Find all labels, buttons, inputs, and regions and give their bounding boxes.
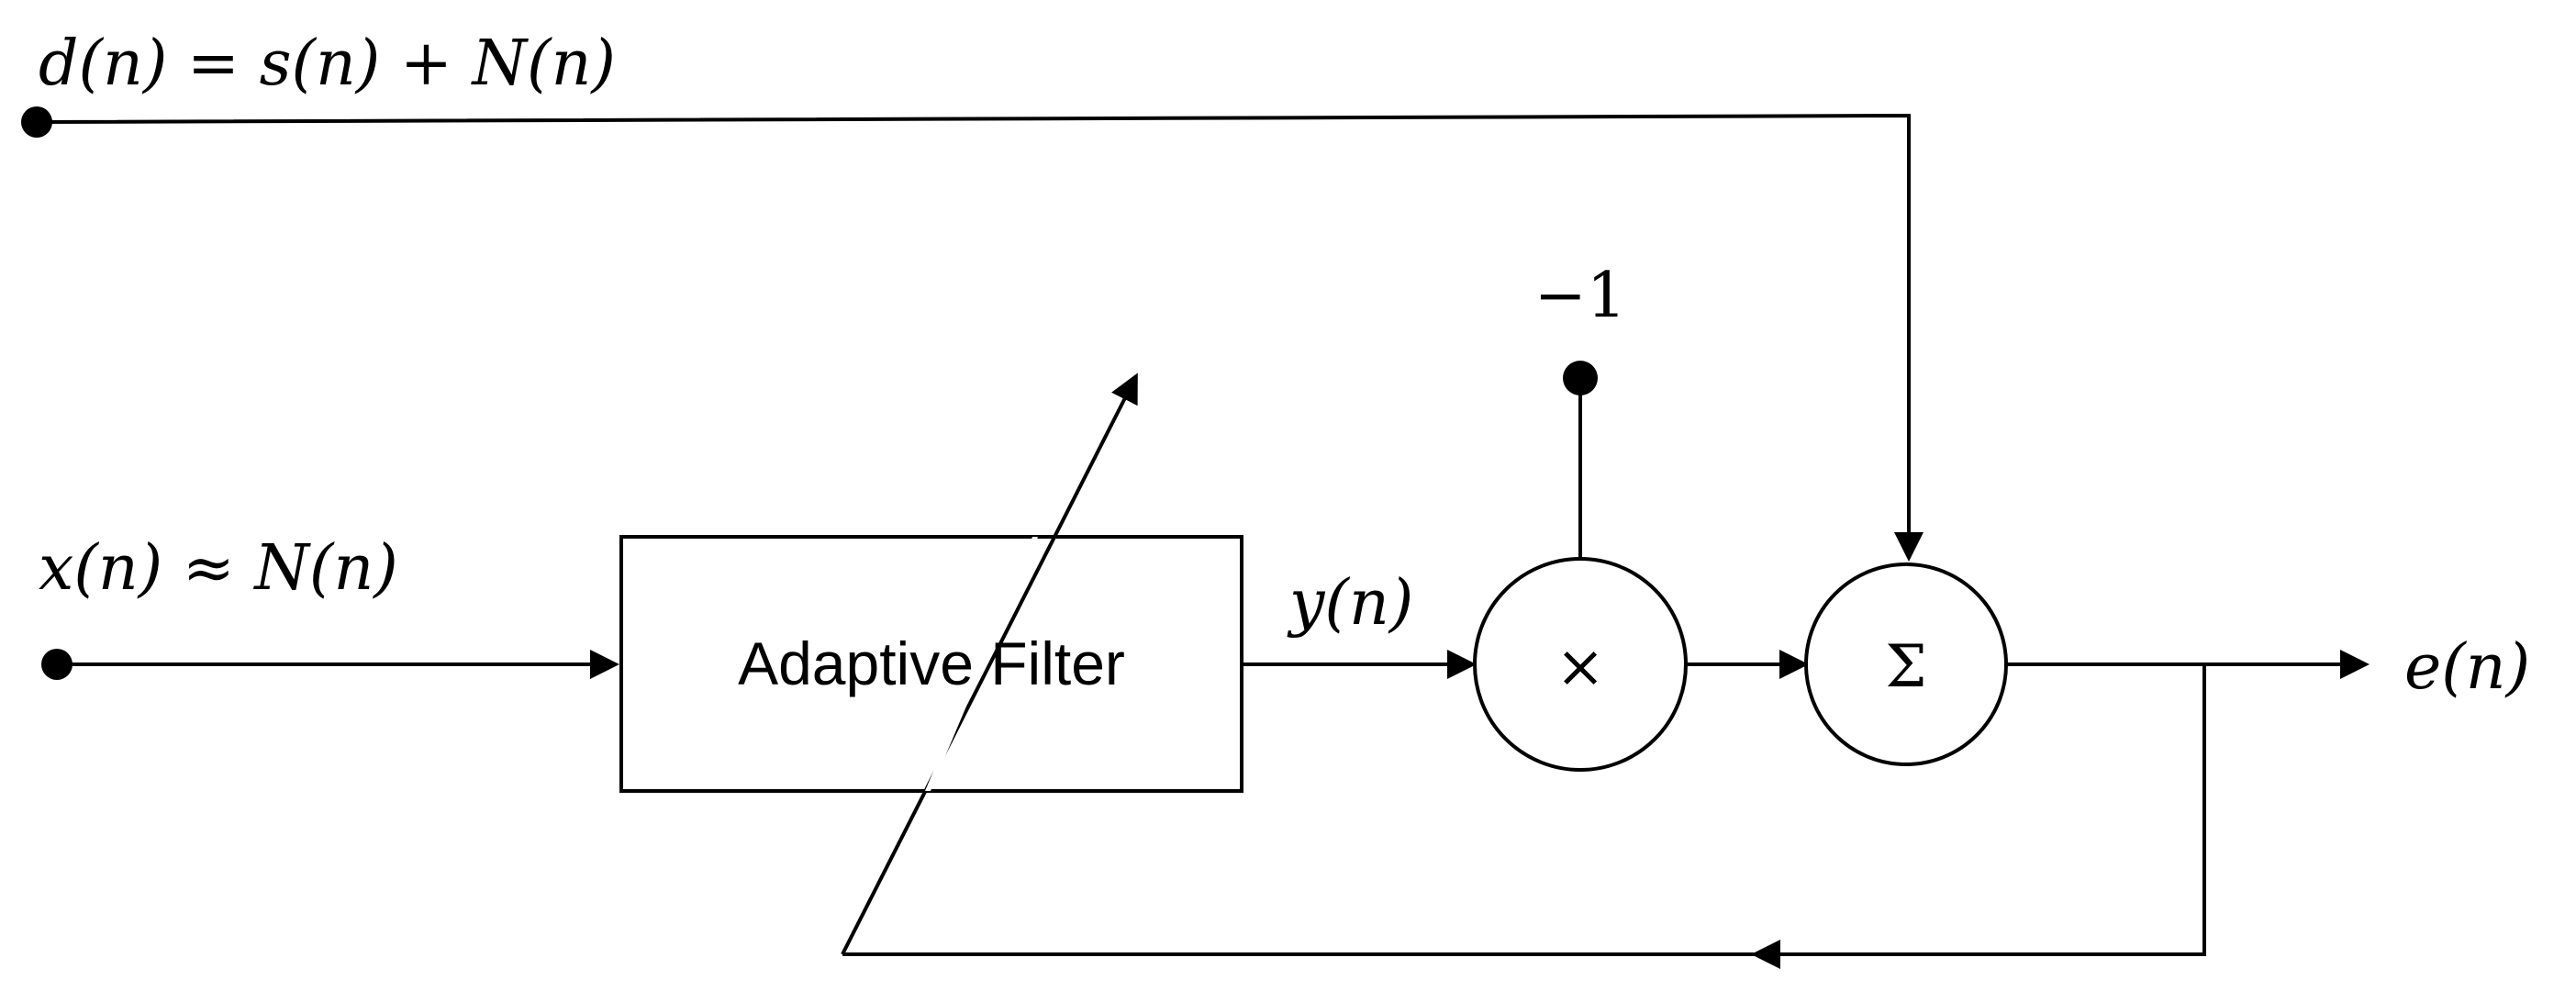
error-output-label: e(n): [2404, 631, 2530, 704]
summer-symbol: Σ: [1885, 633, 1926, 701]
adaptation-arrow: [841, 373, 1138, 955]
adaptation-arrow-mask: [925, 537, 1038, 791]
adaptive-filter-label: Adaptive Filter: [738, 629, 1125, 697]
desired-signal-label: d(n) = s(n) + N(n): [39, 28, 616, 100]
reference-input-label: x(n) ≈ N(n): [39, 532, 398, 605]
adaptive-filter-block: [619, 535, 1243, 793]
gain-label: −1: [1534, 260, 1626, 332]
filter-output-label: y(n): [1287, 567, 1413, 640]
desired-signal-wire: [36, 113, 1924, 562]
feedback-wire: [842, 664, 2206, 956]
multiplier-symbol: ×: [1556, 633, 1605, 701]
